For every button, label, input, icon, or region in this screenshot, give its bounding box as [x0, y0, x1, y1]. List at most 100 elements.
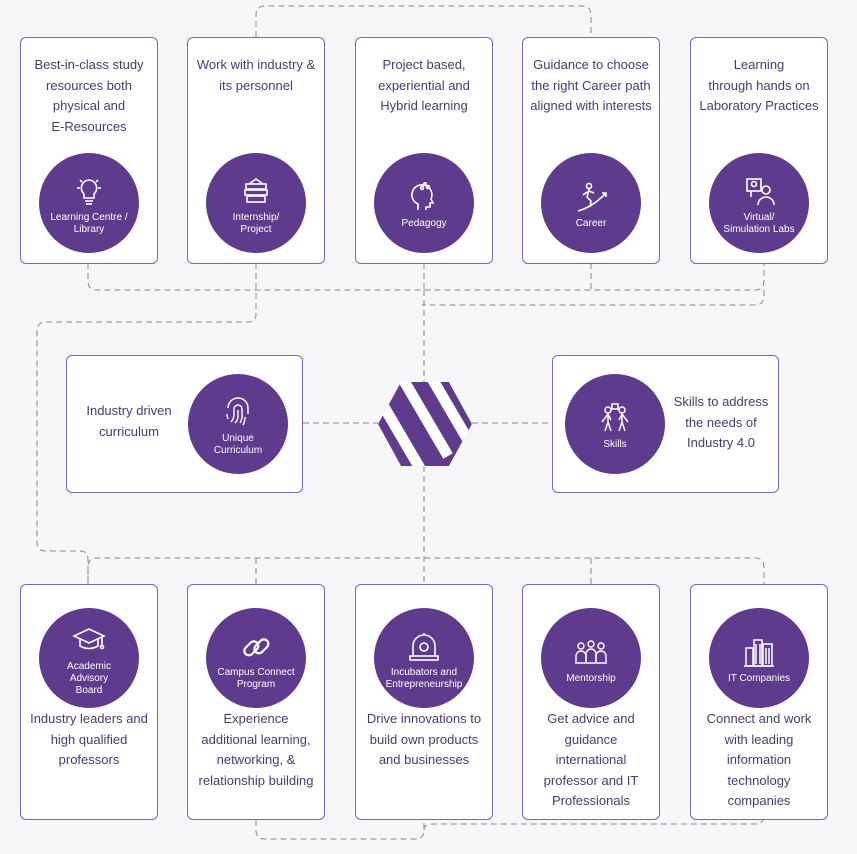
card-description: Drive innovations to build own products …	[362, 709, 486, 771]
mentorship-group-icon	[575, 639, 607, 664]
incubator-bell-icon	[409, 632, 439, 661]
card-description: Project based, experiential and Hybrid l…	[362, 55, 486, 117]
internship-circle: Internship/ Project	[206, 153, 306, 253]
card-description: Skills to address the needs of Industry …	[665, 392, 777, 454]
desc-line: Drive innovations to	[366, 711, 482, 726]
academic-board-circle: Academic Advisory Board	[39, 608, 139, 708]
desc-line: international	[555, 752, 627, 767]
desc-line: professors	[58, 752, 120, 767]
desc-line: Industry driven	[86, 403, 172, 418]
label-line: Board	[75, 684, 103, 696]
hexagon-logo	[378, 382, 472, 466]
card-learning-centre: Best-in-class study resources both physi…	[20, 37, 158, 264]
label-line: Campus Connect	[217, 666, 295, 678]
card-unique-curriculum: Industry driven curriculum Unique Curric…	[66, 355, 303, 493]
it-companies-circle: IT Companies	[709, 608, 809, 708]
card-description: Industry driven curriculum	[73, 401, 185, 442]
card-internship: Work with industry & its personnel Inter…	[187, 37, 325, 264]
desc-line: Get advice and	[547, 711, 635, 726]
desc-line: curriculum	[99, 423, 159, 439]
desc-line: Industry 4.0	[687, 435, 755, 450]
desc-line: Work with industry &	[196, 57, 316, 72]
career-circle: Career	[541, 153, 641, 253]
incubators-circle: Incubators and Entrepreneurship	[374, 608, 474, 708]
card-skills: Skills Skills to address the needs of In…	[552, 355, 779, 493]
campus-connect-circle: Campus Connect Program	[206, 608, 306, 708]
unique-curriculum-circle: Unique Curriculum	[188, 374, 288, 474]
desc-line: E-Resources	[51, 118, 127, 134]
desc-line: Project based,	[382, 57, 466, 72]
desc-line: build own products	[369, 731, 479, 747]
desc-line: professor and IT	[543, 772, 639, 788]
desc-line: the right Career path	[531, 77, 651, 93]
desc-line: Best-in-class study	[34, 57, 144, 72]
desc-line: information	[726, 752, 792, 767]
desc-line: additional learning,	[201, 731, 311, 747]
desc-line: Learning	[733, 57, 785, 72]
fingerprint-icon	[226, 396, 249, 425]
desc-line: Laboratory Practices	[699, 98, 819, 113]
circle-label: Campus Connect Program	[211, 667, 300, 691]
label-line: Career	[575, 217, 607, 229]
desc-line: Professionals	[551, 793, 631, 808]
graduation-cap-icon	[72, 627, 106, 649]
label-line: Internship/	[232, 211, 280, 223]
climbing-steps-icon	[577, 182, 607, 212]
card-incubators: Incubators and Entrepreneurship Drive in…	[355, 584, 493, 820]
virtual-labs-circle: Virtual/ Simulation Labs	[709, 153, 809, 253]
lightbulb-icon	[77, 178, 101, 205]
label-line: Pedagogy	[401, 217, 447, 229]
screen-user-icon	[746, 177, 775, 205]
desc-line: technology	[727, 772, 791, 788]
card-description: Experience additional learning, networki…	[194, 709, 318, 791]
circle-label: Learning Centre / Library	[44, 212, 133, 236]
card-academic-board: Academic Advisory Board Industry leaders…	[20, 584, 158, 820]
buildings-icon	[744, 638, 774, 667]
mentorship-circle: Mentorship	[541, 608, 641, 708]
desc-line: the needs of	[685, 414, 757, 430]
card-it-companies: IT Companies Connect and work with leadi…	[690, 584, 828, 820]
desc-line: resources both	[46, 77, 132, 93]
label-line: Advisory	[69, 672, 109, 684]
label-line: Incubators and	[390, 666, 458, 678]
label-line: Mentorship	[566, 672, 616, 684]
desc-line: through hands on	[708, 77, 810, 93]
desc-line: relationship building	[198, 772, 314, 788]
desc-line: Connect and work	[706, 711, 812, 726]
desc-line: Skills to address	[673, 394, 769, 409]
people-skills-icon	[601, 402, 629, 431]
desc-line: high qualified	[50, 731, 128, 747]
books-icon	[244, 177, 268, 203]
desc-line: and businesses	[378, 752, 470, 767]
card-career: Guidance to choose the right Career path…	[522, 37, 660, 264]
circle-label: Mentorship	[560, 673, 621, 685]
desc-line: with leading	[724, 731, 794, 747]
circle-label: Incubators and Entrepreneurship	[380, 667, 469, 691]
desc-line: Guidance to choose	[533, 57, 649, 72]
card-virtual-labs: Learning through hands on Laboratory Pra…	[690, 37, 828, 264]
label-line: Skills	[603, 438, 627, 450]
circle-label: Internship/ Project	[227, 212, 286, 236]
card-campus-connect: Campus Connect Program Experience additi…	[187, 584, 325, 820]
circle-label: Pedagogy	[395, 218, 452, 230]
card-mentorship: Mentorship Get advice and guidance inter…	[522, 584, 660, 820]
chain-link-icon	[243, 637, 270, 656]
skills-circle: Skills	[565, 374, 665, 474]
circle-label: Skills	[597, 439, 632, 451]
desc-line: physical and	[52, 98, 126, 113]
label-line: Curriculum	[213, 444, 263, 456]
desc-line: Hybrid learning	[380, 98, 468, 113]
card-description: Guidance to choose the right Career path…	[529, 55, 653, 117]
desc-line: Industry leaders and	[30, 711, 148, 726]
desc-line: aligned with interests	[530, 98, 652, 113]
card-description: Connect and work with leading informatio…	[697, 709, 821, 812]
label-line: Virtual/	[743, 211, 775, 223]
label-line: Program	[236, 678, 276, 690]
label-line: Learning Centre /	[50, 211, 128, 223]
circle-label: Academic Advisory Board	[61, 661, 117, 697]
desc-line: guidance	[564, 731, 618, 747]
label-line: Unique	[222, 432, 254, 444]
card-description: Get advice and guidance international pr…	[529, 709, 653, 812]
card-description: Work with industry & its personnel	[194, 55, 318, 96]
